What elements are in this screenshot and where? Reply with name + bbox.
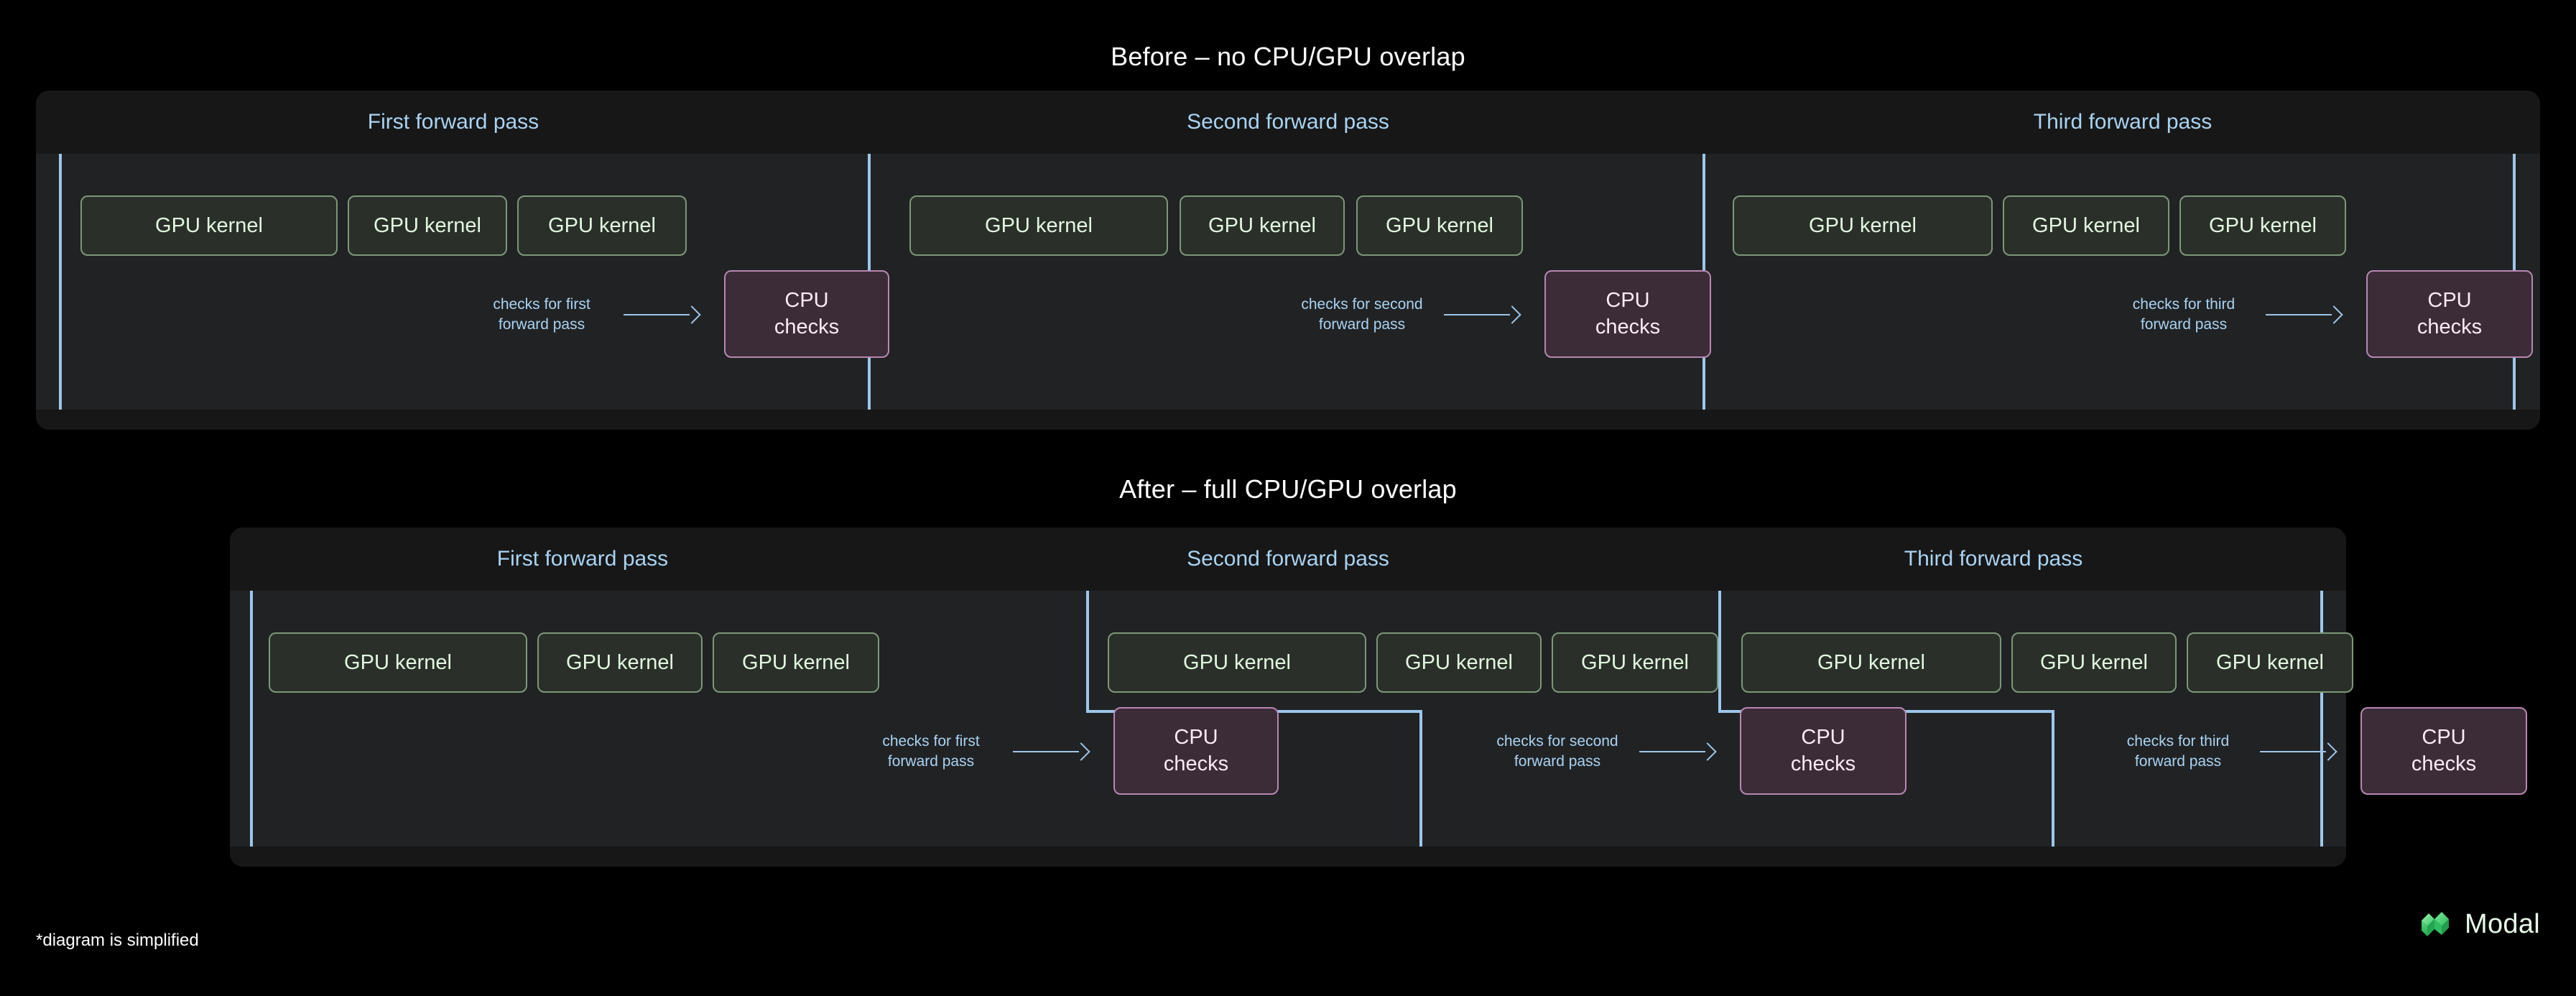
gpu-kernel-label: GPU kernel [155,213,263,237]
before-track: GPU kernel GPU kernel GPU kernel checks … [36,154,2540,410]
gpu-kernel-label: GPU kernel [374,213,481,237]
before-p3-gpu-kernel-1: GPU kernel [1733,195,1993,256]
gpu-kernel-label: GPU kernel [1581,650,1689,674]
before-p3-gpu-kernel-2: GPU kernel [2003,195,2169,256]
gpu-kernel-label: GPU kernel [1817,650,1925,674]
before-section-title: Before – no CPU/GPU overlap [1111,42,1465,71]
after-pass-header-third: Third forward pass [1904,547,2083,571]
gpu-kernel-label: GPU kernel [566,650,674,674]
after-p1-gpu-kernel-3: GPU kernel [713,632,879,693]
after-p1-gpu-kernel-2: GPU kernel [537,632,703,693]
cpu-checks-label-line2: checks [774,315,840,338]
cpu-checks-label-line2: checks [1163,752,1229,775]
after-p3-gpu-kernel-2: GPU kernel [2011,632,2177,693]
after-divider-2-lower [2052,710,2054,847]
after-track: GPU kernel GPU kernel GPU kernel checks … [230,591,2527,847]
after-divider-start [250,591,253,847]
modal-logo-icon [2422,911,2449,936]
after-pass-header-first: First forward pass [496,547,669,571]
before-pass-header-second: Second forward pass [1187,110,1389,134]
before-p3-annotation: checks for third forward pass [2115,295,2343,336]
brand-logo: Modal [2413,909,2540,940]
before-divider-start [59,154,62,410]
after-divider-2-upper [1718,591,1721,713]
cpu-checks-label-line1: CPU [2427,288,2472,312]
cpu-checks-label-line2: checks [2417,315,2483,338]
after-p2-gpu-kernel-1: GPU kernel [1108,632,1366,693]
before-p3-gpu-kernel-3: GPU kernel [2179,195,2346,256]
before-p2-gpu-kernel-3: GPU kernel [1356,195,1523,256]
gpu-kernel-label: GPU kernel [1809,213,1917,237]
after-p1-gpu-kernel-1: GPU kernel [269,632,527,693]
before-p1-annotation: checks for first forward pass [473,295,701,336]
cpu-checks-label-line1: CPU [1801,725,1845,749]
after-p2-annotation: checks for second forward pass [1488,732,1717,773]
before-p2-annotation-label: checks for second forward pass [1301,296,1423,333]
before-p1-gpu-kernel-3: GPU kernel [517,195,687,256]
gpu-kernel-label: GPU kernel [344,650,452,674]
arrow-right-icon [1639,742,1717,762]
after-divider-end [2320,591,2323,847]
after-p2-gpu-kernel-3: GPU kernel [1552,632,1718,693]
gpu-kernel-label: GPU kernel [985,213,1093,237]
brand-wordmark: Modal [2465,909,2540,939]
after-p2-annotation-label: checks for second forward pass [1496,733,1618,770]
after-p2-cpu-checks: CPU checks [1740,707,1906,795]
gpu-kernel-label: GPU kernel [1386,213,1493,237]
after-pass-headers: First forward pass Second forward pass T… [230,527,2346,591]
before-p1-annotation-label: checks for first forward pass [493,296,590,333]
before-p2-annotation: checks for second forward pass [1293,295,1521,336]
cpu-checks-label-line2: checks [1595,315,1661,338]
after-p1-annotation-label: checks for first forward pass [882,733,980,770]
gpu-kernel-label: GPU kernel [2032,213,2140,237]
arrow-right-icon [624,305,701,325]
gpu-kernel-label: GPU kernel [1183,650,1291,674]
cpu-checks-label-line2: checks [2411,752,2477,775]
gpu-kernel-label: GPU kernel [2209,213,2317,237]
after-divider-1-upper [1086,591,1089,713]
after-p3-cpu-checks: CPU checks [2360,707,2527,795]
gpu-kernel-label: GPU kernel [2216,650,2324,674]
cpu-checks-label-line2: checks [1790,752,1856,775]
arrow-right-icon [2266,305,2343,325]
after-divider-1-lower [1419,710,1422,847]
cpu-checks-label-line1: CPU [2422,725,2466,749]
after-p1-annotation: checks for first forward pass [862,732,1090,773]
before-panel: First forward pass Second forward pass T… [36,91,2540,430]
after-p3-annotation-label: checks for third forward pass [2126,733,2230,770]
before-p2-cpu-checks: CPU checks [1544,270,1711,358]
after-p3-gpu-kernel-3: GPU kernel [2187,632,2353,693]
before-p1-cpu-checks: CPU checks [724,270,889,358]
before-pass-headers: First forward pass Second forward pass T… [36,91,2540,154]
gpu-kernel-label: GPU kernel [2040,650,2148,674]
after-section-title: After – full CPU/GPU overlap [1119,474,1457,504]
cpu-checks-label-line1: CPU [1174,725,1218,749]
before-p1-gpu-kernel-2: GPU kernel [348,195,507,256]
cpu-checks-label-line1: CPU [1606,288,1650,312]
arrow-right-icon [1013,742,1090,762]
before-p3-annotation-label: checks for third forward pass [2132,296,2236,333]
after-pass-header-second: Second forward pass [1187,547,1389,571]
before-pass-header-first: First forward pass [367,110,539,134]
after-panel: First forward pass Second forward pass T… [230,527,2527,867]
after-p1-cpu-checks: CPU checks [1113,707,1279,795]
after-p3-gpu-kernel-1: GPU kernel [1741,632,2001,693]
before-p3-cpu-checks: CPU checks [2366,270,2533,358]
arrow-right-icon [2260,742,2338,762]
arrow-right-icon [1444,305,1521,325]
before-p2-gpu-kernel-1: GPU kernel [909,195,1168,256]
gpu-kernel-label: GPU kernel [548,213,656,237]
footnote-text: *diagram is simplified [36,931,199,950]
before-p2-gpu-kernel-2: GPU kernel [1180,195,1345,256]
cpu-checks-label-line1: CPU [784,288,829,312]
before-pass-header-third: Third forward pass [2033,110,2213,134]
gpu-kernel-label: GPU kernel [1405,650,1513,674]
gpu-kernel-label: GPU kernel [742,650,850,674]
gpu-kernel-label: GPU kernel [1208,213,1316,237]
after-p3-annotation: checks for third forward pass [2109,732,2338,773]
before-p1-gpu-kernel-1: GPU kernel [80,195,338,256]
after-p2-gpu-kernel-2: GPU kernel [1376,632,1542,693]
